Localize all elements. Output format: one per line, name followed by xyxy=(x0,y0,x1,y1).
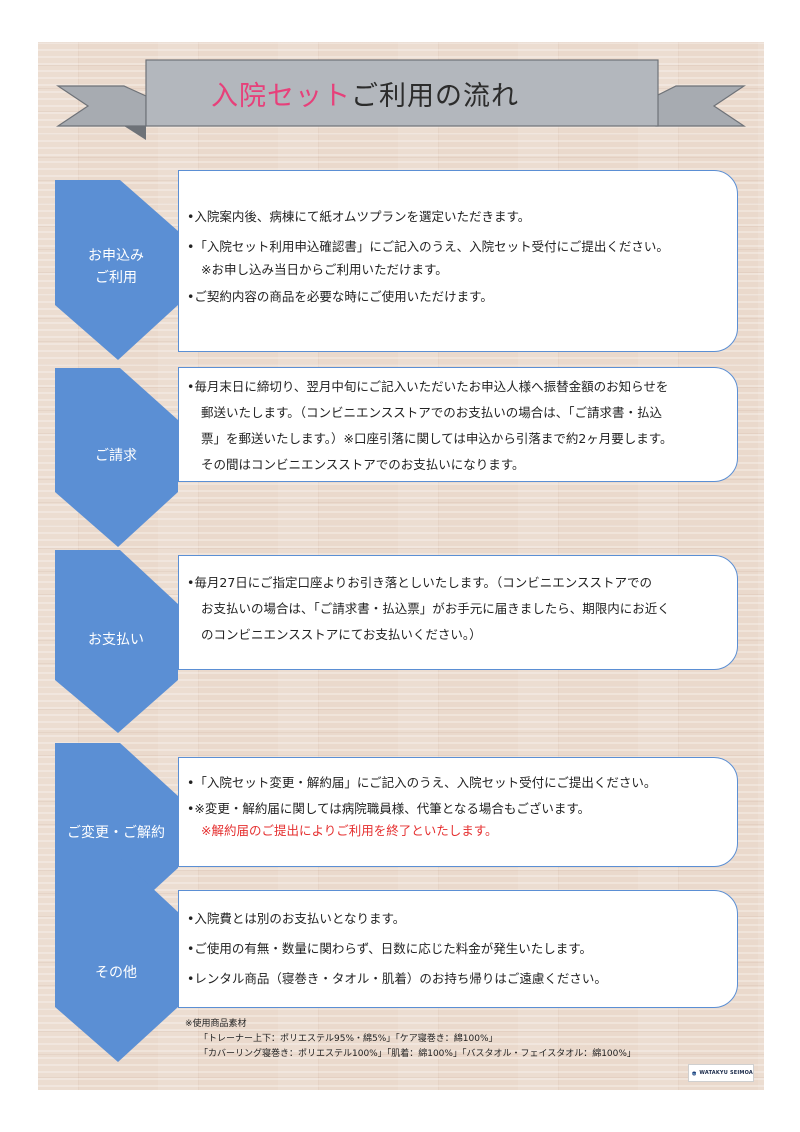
title-accent: 入院セット xyxy=(211,81,351,112)
footnote-line: 「トレーナー上下：ポリエステル95%・綿5%」「ケア寝巻き：綿100%」 xyxy=(199,1034,498,1044)
step-label-billing: ご請求 xyxy=(55,445,177,467)
arrow-apply xyxy=(55,180,178,360)
step-line: お支払いの場合は、「ご請求書・払込票」がお手元に届きましたら、期限内にお近く xyxy=(201,601,670,616)
arrow-other xyxy=(55,858,178,1062)
step-line: •「入院セット変更・解約届」にご記入のうえ、入院セット受付にご提出ください。 xyxy=(187,775,657,790)
step-line: •ご契約内容の商品を必要な時にご使用いただけます。 xyxy=(187,289,493,304)
step-label-payment: お支払い xyxy=(55,629,177,651)
page-title: 入院セットご利用の流れ xyxy=(150,74,580,113)
step-line: その間はコンビニエンスストアでのお支払いになります。 xyxy=(201,457,525,472)
step-label-apply: お申込み ご利用 xyxy=(55,245,177,289)
step-label-line: ご請求 xyxy=(95,448,137,464)
title-ribbon xyxy=(56,59,746,140)
footnote-heading: ※使用商品素材 xyxy=(185,1019,247,1029)
step-label-line: お支払い xyxy=(88,632,144,648)
step-line: •※変更・解約届に関しては病院職員様、代筆となる場合もございます。 xyxy=(187,801,591,816)
step-box-other: •入院費とは別のお支払いとなります。 •ご使用の有無・数量に関わらず、日数に応じ… xyxy=(178,890,738,1008)
step-line: •入院案内後、病棟にて紙オムツプランを選定いただきます。 xyxy=(187,209,531,224)
step-label-line: ご利用 xyxy=(95,270,137,286)
step-line: ※お申し込み当日からご利用いただけます。 xyxy=(201,262,448,277)
step-line: 郵送いたします。（コンビニエンスストアでのお支払いの場合は、「ご請求書・払込 xyxy=(201,405,663,420)
step-box-change: •「入院セット変更・解約届」にご記入のうえ、入院セット受付にご提出ください。 •… xyxy=(178,757,738,867)
step-line: •入院費とは別のお支払いとなります。 xyxy=(187,911,406,926)
step-label-line: ご変更・ご解約 xyxy=(67,825,165,841)
logo-text: WATAKYU SEIMOA xyxy=(699,1070,753,1076)
step-line: •毎月27日にご指定口座よりお引き落としいたします。（コンビニエンスストアでの xyxy=(187,575,653,590)
step-label-line: お申込み xyxy=(88,248,144,264)
step-line: •「入院セット利用申込確認書」にご記入のうえ、入院セット受付にご提出ください。 xyxy=(187,239,669,254)
title-rest: ご利用の流れ xyxy=(351,81,519,112)
step-box-apply: •入院案内後、病棟にて紙オムツプランを選定いただきます。 •「入院セット利用申込… xyxy=(178,170,738,352)
wave-logo-icon xyxy=(692,1070,697,1076)
step-line: •レンタル商品（寝巻き・タオル・肌着）のお持ち帰りはご遠慮ください。 xyxy=(187,971,607,986)
arrow-payment xyxy=(55,550,178,733)
footnote-line: 「カバーリング寝巻き：ポリエステル100%」「肌着：綿100%」「バスタオル・フ… xyxy=(199,1049,636,1059)
step-line: 票」を郵送いたします。）※口座引落に関しては申込から引落まで約2ヶ月要します。 xyxy=(201,431,673,446)
step-label-change: ご変更・ご解約 xyxy=(55,822,177,844)
cancellation-notice: ※解約届のご提出によりご利用を終了といたします。 xyxy=(201,823,498,838)
step-line: •ご使用の有無・数量に関わらず、日数に応じた料金が発生いたします。 xyxy=(187,941,592,956)
step-line: のコンビニエンスストアにてお支払いください。） xyxy=(201,627,482,642)
materials-footnote: ※使用商品素材 「トレーナー上下：ポリエステル95%・綿5%」「ケア寝巻き：綿1… xyxy=(185,1017,636,1062)
step-line: •毎月末日に締切り、翌月中旬にご記入いただいたお申込人様へ振替金額のお知らせを xyxy=(187,379,669,394)
step-box-payment: •毎月27日にご指定口座よりお引き落としいたします。（コンビニエンスストアでの … xyxy=(178,555,738,670)
step-label-line: その他 xyxy=(95,965,137,981)
step-label-other: その他 xyxy=(55,962,177,984)
step-box-billing: •毎月末日に締切り、翌月中旬にご記入いただいたお申込人様へ振替金額のお知らせを … xyxy=(178,367,738,482)
company-logo: WATAKYU SEIMOA xyxy=(688,1064,754,1082)
arrow-billing xyxy=(55,368,178,547)
